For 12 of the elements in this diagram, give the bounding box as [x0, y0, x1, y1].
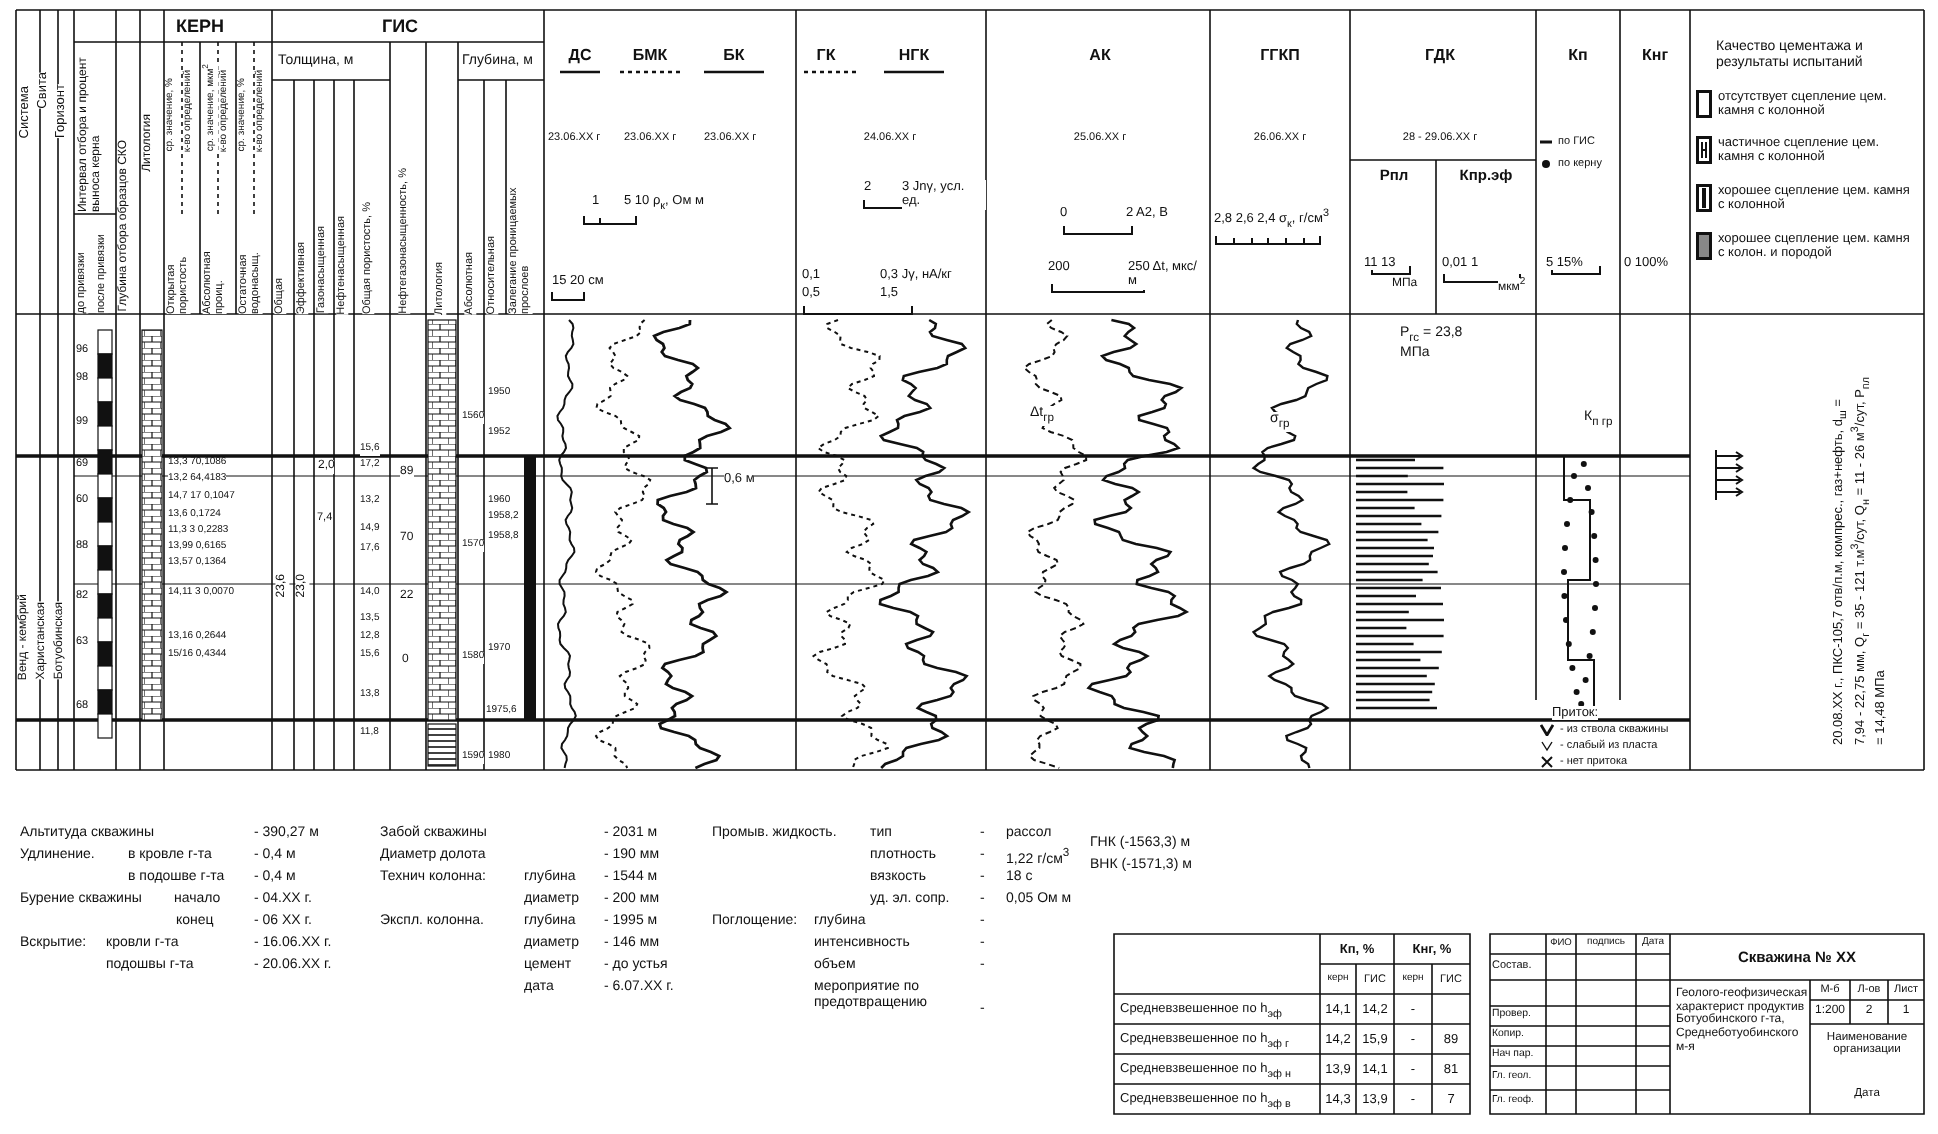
track-name: ГДК	[1425, 48, 1455, 66]
section-heading: ГИС	[381, 16, 419, 37]
track-name: ГГКП	[1260, 48, 1300, 66]
track-name: НГК	[898, 48, 930, 66]
track-name: Кнг	[1641, 48, 1669, 66]
track-name: БМК	[632, 48, 668, 66]
track-name: ГК	[816, 48, 836, 66]
section-heading: КЕРН	[176, 16, 224, 37]
track-name: АК	[1089, 48, 1111, 66]
track-name: ДС	[568, 48, 592, 66]
track-name: БК	[723, 48, 745, 66]
track-name: Кп	[1568, 48, 1588, 66]
